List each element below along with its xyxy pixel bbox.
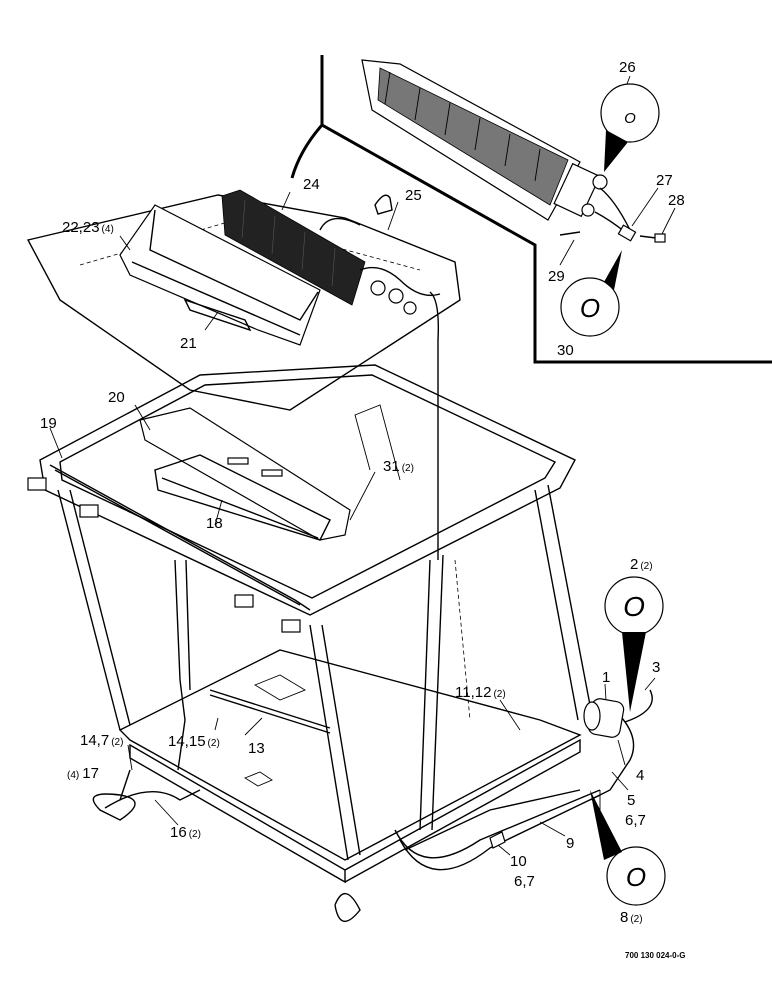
- callout-6-7-b: 6,7: [514, 873, 535, 890]
- callout-20: 20: [108, 389, 125, 406]
- callout-6-7-a: 6,7: [625, 812, 646, 829]
- callout-26: 26: [619, 59, 636, 76]
- callout-24: 24: [303, 176, 320, 193]
- callout-17: (4)17: [67, 765, 99, 782]
- callout-14-7: 14,7(2): [80, 732, 123, 749]
- drawing-code: 700 130 024-0-G: [625, 951, 686, 960]
- callout-labels: 26 27 28 29 30 24 25 22,23(4) 21 20 19 1…: [40, 59, 685, 926]
- callout-16: 16(2): [170, 824, 201, 841]
- callout-10: 10: [510, 853, 527, 870]
- callout-27: 27: [656, 172, 673, 189]
- svg-text:O: O: [580, 293, 600, 323]
- callout-31: 31(2): [383, 458, 414, 475]
- svg-text:O: O: [624, 110, 636, 127]
- o-ring-icon: O: [560, 250, 622, 337]
- callout-13: 13: [248, 740, 265, 757]
- hose-clamp-icon: [92, 793, 506, 922]
- callout-9: 9: [566, 835, 574, 852]
- compressor-icon: [583, 689, 653, 801]
- callout-29: 29: [548, 268, 565, 285]
- callout-14-15: 14,15(2): [168, 733, 220, 750]
- callout-28: 28: [668, 192, 685, 209]
- callout-4: 4: [636, 767, 644, 784]
- o-ring-icon: O: [590, 790, 666, 906]
- callout-2: 2(2): [630, 556, 653, 573]
- cab-frame-icon: O O: [27, 364, 666, 922]
- callout-18: 18: [206, 515, 223, 532]
- callout-30: 30: [557, 342, 574, 359]
- callout-8: 8(2): [620, 909, 643, 926]
- callout-19: 19: [40, 415, 57, 432]
- callout-5: 5: [627, 792, 635, 809]
- svg-text:O: O: [626, 862, 646, 892]
- o-ring-icon: O: [600, 83, 660, 172]
- svg-text:O: O: [623, 591, 645, 622]
- callout-25: 25: [405, 187, 422, 204]
- o-ring-icon: O: [604, 576, 664, 712]
- callout-22-23: 22,23(4): [62, 219, 114, 236]
- callout-1: 1: [602, 669, 610, 686]
- callout-21: 21: [180, 335, 197, 352]
- heater-core-icon: [361, 59, 608, 221]
- callout-11-12: 11,12(2): [455, 684, 506, 701]
- roof-panel: [26, 189, 461, 560]
- inset-detail: O O: [290, 55, 772, 364]
- callout-3: 3: [652, 659, 660, 676]
